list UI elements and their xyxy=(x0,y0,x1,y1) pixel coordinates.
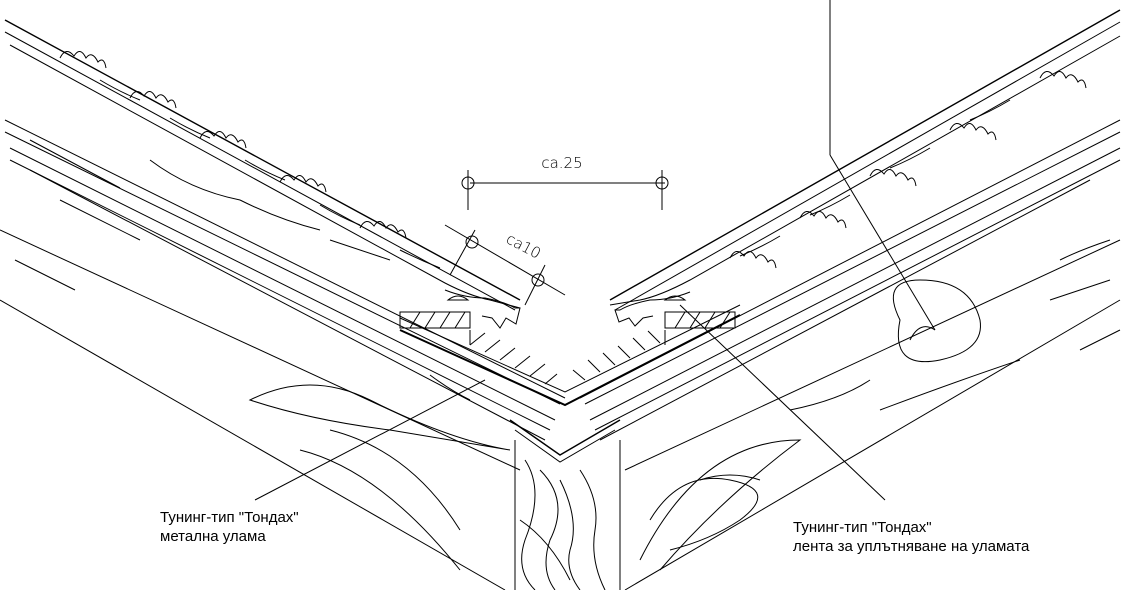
dimension-ca10: ca10 xyxy=(444,224,566,306)
callout-left-line2: метална улама xyxy=(160,528,266,545)
dimension-label-ca10: ca10 xyxy=(503,230,544,263)
callout-right-line1: Тунинг-тип "Тондах" xyxy=(793,519,932,536)
dimension-label-ca25: ca.25 xyxy=(541,154,582,172)
left-roof-slope xyxy=(0,19,566,590)
rafter xyxy=(514,440,621,590)
valley-board xyxy=(399,295,741,463)
leader-lines xyxy=(254,0,936,501)
callout-left: Тунинг-тип "Тондах" метална улама xyxy=(160,509,299,545)
callout-right-line2: лента за уплътняване на уламата xyxy=(793,538,1030,555)
dimension-ca25: ca.25 xyxy=(461,154,669,210)
right-roof-slope xyxy=(579,9,1121,590)
callout-right: Тунинг-тип "Тондах" лента за уплътняване… xyxy=(793,519,1030,555)
callout-left-line1: Тунинг-тип "Тондах" xyxy=(160,509,299,526)
